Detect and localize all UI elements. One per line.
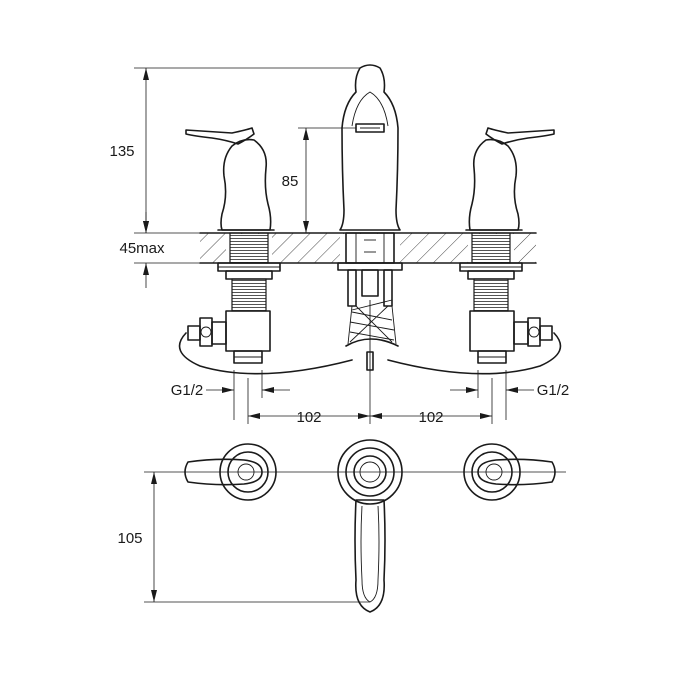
dimension-g12-right (450, 370, 534, 420)
dimension-label-102-right: 102 (418, 409, 443, 426)
dimension-label-85: 85 (282, 173, 299, 190)
dimension-45max (134, 212, 200, 288)
dimension-label-102-left: 102 (296, 409, 321, 426)
dimension-label-45max: 45max (119, 240, 165, 257)
plan-view (144, 439, 566, 613)
dimension-135 (134, 67, 360, 234)
plan-spout (337, 439, 403, 613)
dimension-85 (298, 127, 356, 233)
plan-left-handle (184, 443, 277, 501)
dimension-label-135: 135 (109, 143, 134, 160)
dimension-105 (144, 472, 370, 603)
thread-label-right: G1/2 (537, 382, 570, 399)
right-handle-valve (387, 127, 562, 375)
thread-label-left: G1/2 (171, 382, 204, 399)
dimension-102-spacing (247, 372, 493, 424)
dimension-label-105: 105 (117, 530, 142, 547)
left-handle-valve (178, 127, 353, 375)
plan-right-handle (463, 443, 556, 501)
dimension-g12-left (206, 370, 290, 420)
center-spout (337, 64, 403, 372)
